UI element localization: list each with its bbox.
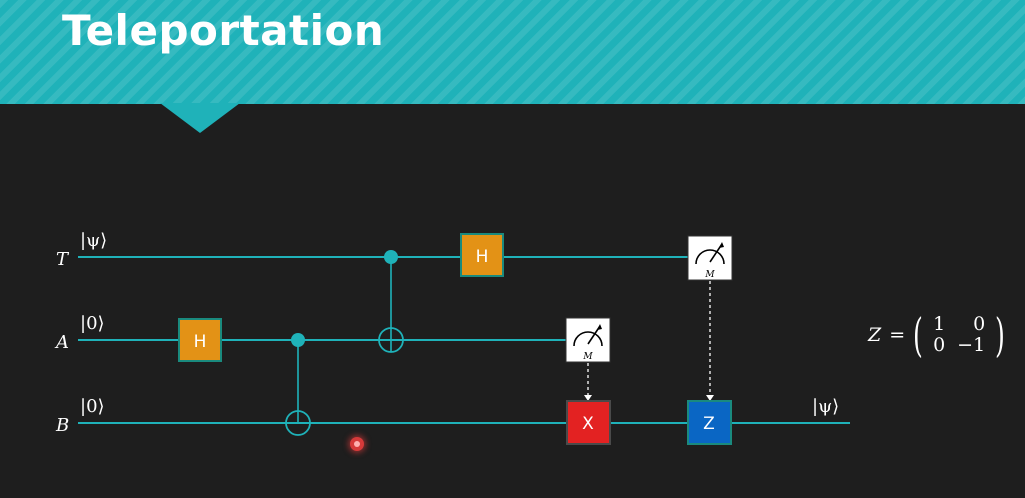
banner-notch xyxy=(160,103,240,133)
measure-t-label: M xyxy=(704,270,715,280)
cnot-ab-control-dot xyxy=(291,333,305,347)
measure-a-box xyxy=(565,317,611,363)
measure-t-box xyxy=(687,235,733,281)
initial-state-b: |0⟩ xyxy=(80,396,105,417)
z-matrix-definition: Z = ( 1 0 0 −1 ) xyxy=(868,312,1009,358)
x-gate-b-label: X xyxy=(582,414,594,434)
measure-a-needle-tip xyxy=(597,324,602,330)
h-gate-a xyxy=(178,318,222,362)
measure-t-needle-tip xyxy=(719,242,724,248)
z-matrix-cell: 0 xyxy=(973,313,986,335)
measure-a-label: M xyxy=(582,352,593,362)
x-gate-b xyxy=(566,400,611,445)
measure-a-meter-icon xyxy=(573,331,603,347)
z-matrix-cell: 1 xyxy=(933,313,946,335)
title-banner xyxy=(0,0,1025,104)
pointer-cursor xyxy=(350,437,364,451)
h-gate-a-label: H xyxy=(194,332,207,352)
z-matrix-body: 1 0 0 −1 xyxy=(927,314,991,356)
z-matrix-left-paren: ( xyxy=(913,308,924,362)
measure-t-meter-icon xyxy=(695,249,725,265)
h-gate-t-label: H xyxy=(476,247,489,267)
initial-state-t: |ψ⟩ xyxy=(80,230,107,251)
z-gate-b xyxy=(687,400,732,445)
final-state-b: |ψ⟩ xyxy=(812,396,839,417)
qubit-label-t: T xyxy=(56,249,70,270)
h-gate-t xyxy=(460,233,504,277)
classical-arrow-a-to-x xyxy=(584,395,592,401)
z-matrix-equals: = xyxy=(889,324,906,346)
cnot-ta-control-dot xyxy=(384,250,398,264)
z-matrix-variable: Z xyxy=(868,324,882,346)
initial-state-a: |0⟩ xyxy=(80,313,105,334)
z-matrix-cell: −1 xyxy=(957,334,986,356)
classical-arrow-t-to-z xyxy=(706,395,714,401)
z-matrix-cell: 0 xyxy=(933,334,946,356)
qubit-label-a: A xyxy=(54,332,69,353)
z-matrix-right-paren: ) xyxy=(995,308,1006,362)
z-gate-b-label: Z xyxy=(703,414,715,434)
qubit-label-b: B xyxy=(55,415,69,436)
slide-title: Teleportation xyxy=(62,6,385,55)
